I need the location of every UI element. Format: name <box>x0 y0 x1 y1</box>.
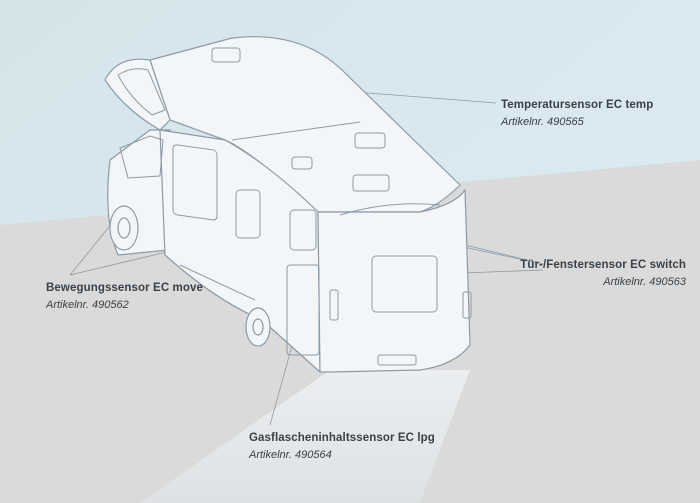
windscreen <box>119 135 164 179</box>
sensor-article-number: Artikelnr. 490565 <box>501 116 584 128</box>
front-wheel <box>109 205 139 251</box>
alcove <box>104 58 171 131</box>
roof-vent-4 <box>352 174 390 192</box>
side-window-3 <box>289 209 317 251</box>
leader-line-move-1 <box>69 221 114 276</box>
sensor-article-number: Artikelnr. 490562 <box>46 299 129 311</box>
side-window-2 <box>235 189 261 239</box>
rear-light-right <box>462 291 472 319</box>
rear-light-left <box>329 289 339 321</box>
sensor-article-number: Artikelnr. 490564 <box>249 449 332 461</box>
sensor-label-lpg: Gasflascheninhaltssensor EC lpg Artikeln… <box>249 432 435 461</box>
roof-seam <box>231 121 361 141</box>
rear-wheel-hub <box>252 318 264 336</box>
road-surface <box>140 370 470 503</box>
roof-vent-3 <box>291 156 313 170</box>
front-wheel-hub <box>117 217 131 239</box>
rear-window <box>371 255 438 313</box>
rear-spoiler <box>339 203 441 216</box>
sensor-name: Bewegungssensor EC move <box>46 282 203 294</box>
roof-vent-2 <box>354 132 386 149</box>
sensor-name: Gasflascheninhaltssensor EC lpg <box>249 432 435 444</box>
sensor-name: Temperatursensor EC temp <box>501 99 654 111</box>
sensor-label-switch: Tür-/Fenstersensor EC switch Artikelnr. … <box>520 259 686 288</box>
sensor-article-number: Artikelnr. 490563 <box>603 276 686 288</box>
entry-door <box>286 264 320 356</box>
sensor-label-temp: Temperatursensor EC temp Artikelnr. 4905… <box>501 99 653 128</box>
side-stripe <box>179 264 256 301</box>
alcove-window <box>117 68 166 116</box>
rear-wall <box>317 189 471 373</box>
sensor-name: Tür-/Fenstersensor EC switch <box>520 259 686 271</box>
roof-vent-1 <box>211 47 241 63</box>
sensor-label-move: Bewegungssensor EC move Artikelnr. 49056… <box>46 282 203 311</box>
number-plate <box>377 354 417 366</box>
rear-wheel <box>245 307 271 347</box>
side-window-1 <box>172 144 218 221</box>
